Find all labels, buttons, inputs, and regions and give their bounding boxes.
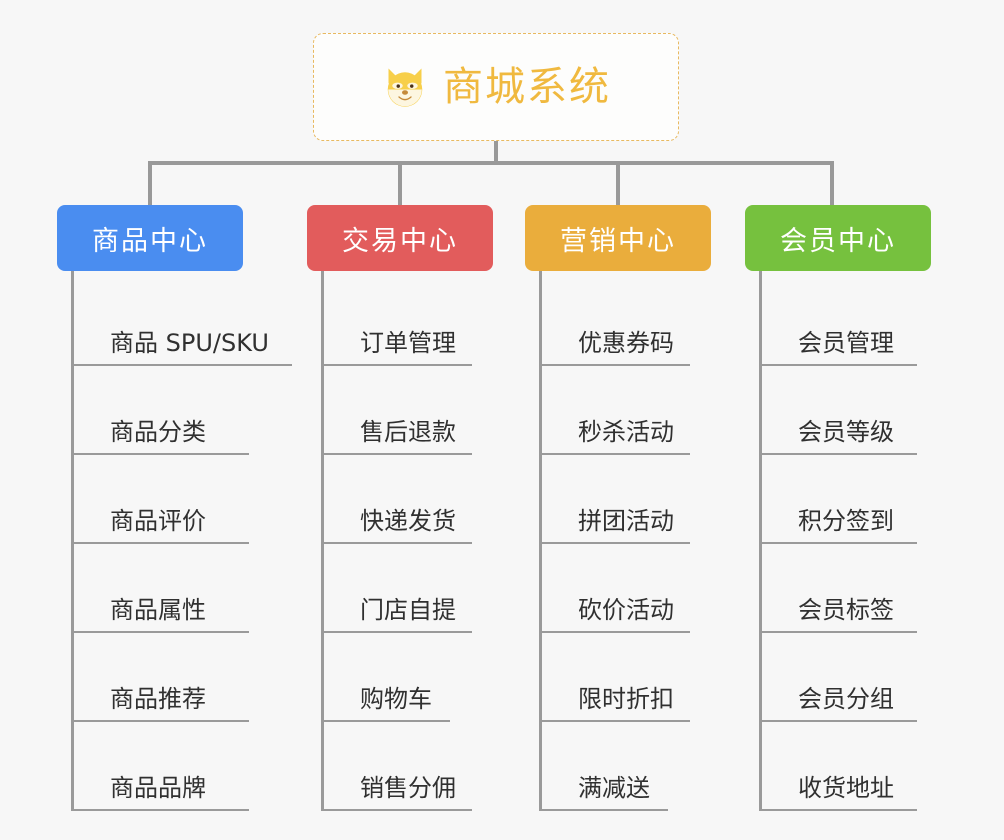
leaf-label: 优惠券码 — [578, 329, 674, 357]
leaf-label: 限时折扣 — [578, 685, 674, 713]
leaf-label: 商品分类 — [110, 418, 206, 446]
list-item[interactable]: 订单管理 — [324, 277, 472, 366]
branch-column-1: 商品中心 商品 SPU/SKU 商品分类 商品评价 商品属性 商品推荐 商品品牌 — [57, 205, 307, 811]
connector-drop-4 — [830, 161, 834, 207]
leaf-label: 会员分组 — [798, 685, 894, 713]
leaf-list-4: 会员管理 会员等级 积分签到 会员标签 会员分组 收货地址 — [759, 271, 965, 811]
connector-drop-2 — [398, 161, 402, 207]
connector-drop-1 — [148, 161, 152, 207]
shiba-dog-icon — [381, 64, 429, 112]
leaf-label: 销售分佣 — [360, 774, 456, 802]
leaf-label: 商品评价 — [110, 507, 206, 535]
leaf-label: 商品属性 — [110, 596, 206, 624]
list-item[interactable]: 积分签到 — [762, 455, 917, 544]
category-label: 商品中心 — [92, 225, 208, 257]
list-item[interactable]: 快递发货 — [324, 455, 472, 544]
leaf-label: 订单管理 — [360, 329, 456, 357]
category-header-4[interactable]: 会员中心 — [745, 205, 931, 271]
leaf-label: 会员管理 — [798, 329, 894, 357]
list-item[interactable]: 砍价活动 — [542, 544, 690, 633]
category-label: 营销中心 — [560, 225, 676, 257]
list-item[interactable]: 限时折扣 — [542, 633, 690, 722]
connector-drop-3 — [616, 161, 620, 207]
leaf-label: 商品 SPU/SKU — [110, 329, 269, 357]
list-item[interactable]: 售后退款 — [324, 366, 472, 455]
list-item[interactable]: 会员分组 — [762, 633, 917, 722]
category-label: 交易中心 — [342, 225, 458, 257]
leaf-label: 秒杀活动 — [578, 418, 674, 446]
branch-column-4: 会员中心 会员管理 会员等级 积分签到 会员标签 会员分组 收货地址 — [745, 205, 965, 811]
leaf-label: 售后退款 — [360, 418, 456, 446]
list-item[interactable]: 优惠券码 — [542, 277, 690, 366]
list-item[interactable]: 门店自提 — [324, 544, 472, 633]
list-item[interactable]: 拼团活动 — [542, 455, 690, 544]
leaf-label: 积分签到 — [798, 507, 894, 535]
list-item[interactable]: 收货地址 — [762, 722, 917, 811]
category-header-3[interactable]: 营销中心 — [525, 205, 711, 271]
category-label: 会员中心 — [780, 225, 896, 257]
category-header-1[interactable]: 商品中心 — [57, 205, 243, 271]
list-item[interactable]: 商品评价 — [74, 455, 249, 544]
leaf-label: 满减送 — [578, 774, 650, 802]
branch-column-2: 交易中心 订单管理 售后退款 快递发货 门店自提 购物车 销售分佣 — [307, 205, 527, 811]
root-title: 商城系统 — [443, 64, 611, 110]
leaf-list-3: 优惠券码 秒杀活动 拼团活动 砍价活动 限时折扣 满减送 — [539, 271, 745, 811]
root-node[interactable]: 商城系统 — [313, 33, 679, 141]
leaf-label: 快递发货 — [360, 507, 456, 535]
list-item[interactable]: 会员等级 — [762, 366, 917, 455]
list-item[interactable]: 满减送 — [542, 722, 668, 811]
category-header-2[interactable]: 交易中心 — [307, 205, 493, 271]
list-item[interactable]: 购物车 — [324, 633, 450, 722]
leaf-label: 购物车 — [360, 685, 432, 713]
leaf-label: 收货地址 — [798, 774, 894, 802]
leaf-label: 门店自提 — [360, 596, 456, 624]
leaf-label: 拼团活动 — [578, 507, 674, 535]
list-item[interactable]: 销售分佣 — [324, 722, 472, 811]
connector-horizontal-bus — [148, 161, 834, 165]
leaf-label: 商品品牌 — [110, 774, 206, 802]
connector-root-stem — [494, 141, 498, 164]
branch-column-3: 营销中心 优惠券码 秒杀活动 拼团活动 砍价活动 限时折扣 满减送 — [525, 205, 745, 811]
list-item[interactable]: 秒杀活动 — [542, 366, 690, 455]
leaf-label: 会员标签 — [798, 596, 894, 624]
list-item[interactable]: 商品推荐 — [74, 633, 249, 722]
list-item[interactable]: 商品 SPU/SKU — [74, 277, 292, 366]
list-item[interactable]: 商品属性 — [74, 544, 249, 633]
list-item[interactable]: 会员标签 — [762, 544, 917, 633]
leaf-label: 商品推荐 — [110, 685, 206, 713]
leaf-list-2: 订单管理 售后退款 快递发货 门店自提 购物车 销售分佣 — [321, 271, 527, 811]
leaf-list-1: 商品 SPU/SKU 商品分类 商品评价 商品属性 商品推荐 商品品牌 — [71, 271, 307, 811]
list-item[interactable]: 会员管理 — [762, 277, 917, 366]
list-item[interactable]: 商品品牌 — [74, 722, 249, 811]
leaf-label: 会员等级 — [798, 418, 894, 446]
list-item[interactable]: 商品分类 — [74, 366, 249, 455]
leaf-label: 砍价活动 — [578, 596, 674, 624]
